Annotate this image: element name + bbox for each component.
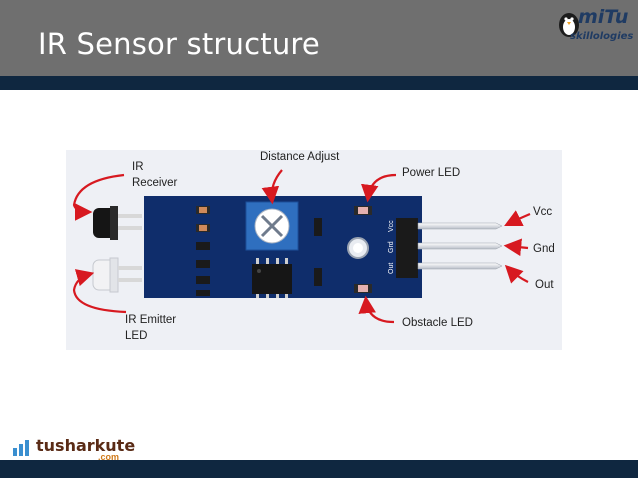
- output-pins: [417, 222, 503, 270]
- label-distance-adjust: Distance Adjust: [260, 151, 340, 163]
- label-obstacle-led: Obstacle LED: [402, 317, 473, 329]
- label-ir-receiver-line2: Receiver: [132, 177, 178, 189]
- label-vcc: Vcc: [533, 206, 553, 218]
- pcb-pin-label-vcc: Vcc: [388, 220, 395, 232]
- tusharkute-logo-suffix: .com: [98, 452, 120, 462]
- tusharkute-logo-name: tusharkute: [36, 436, 136, 455]
- label-gnd: Gnd: [533, 243, 555, 255]
- pcb-pin-label-out: Out: [388, 263, 395, 274]
- arrow-obstacle-led: [358, 295, 395, 324]
- mitu-logo-tagline: skillologies: [570, 31, 634, 42]
- mitu-logo-name: miTu: [578, 6, 629, 28]
- header-accent-strip: [0, 76, 638, 90]
- arrow-power-led: [360, 173, 397, 203]
- slide-header: [0, 0, 638, 76]
- pcb-board: [144, 196, 422, 298]
- annotation-arrows: [72, 169, 531, 324]
- arrow-out: [504, 264, 529, 284]
- ir-sensor-illustration: Vcc Grd Out: [72, 169, 531, 324]
- footer-strip: [0, 460, 638, 478]
- arrow-gnd: [503, 238, 529, 257]
- pcb-pin-labels: Vcc Grd Out: [388, 220, 395, 274]
- ir-sensor-diagram: Vcc Grd Out IR Receiver Distance Adjust …: [66, 150, 562, 350]
- label-power-led: Power LED: [402, 167, 461, 179]
- label-ir-emitter-line2: LED: [125, 330, 148, 342]
- arrow-ir-receiver: [72, 173, 125, 221]
- label-out: Out: [535, 279, 554, 291]
- tusharkute-logo: tusharkute .com: [12, 436, 136, 462]
- arrow-ir-emitter: [72, 269, 127, 314]
- arrow-vcc: [504, 210, 531, 226]
- pcb-pin-label-grd: Grd: [388, 241, 395, 253]
- bar-chart-icon: [13, 440, 29, 456]
- arrow-distance-adjust: [261, 169, 283, 205]
- label-ir-emitter-line1: IR Emitter: [125, 314, 177, 326]
- penguin-icon: [559, 13, 579, 37]
- ir-receiver-component: [93, 206, 142, 240]
- label-ir-receiver-line1: IR: [132, 161, 144, 173]
- ir-emitter-led-component: [92, 257, 142, 293]
- slide-title: IR Sensor structure: [38, 27, 320, 61]
- mitu-logo: miTu skillologies: [552, 6, 634, 48]
